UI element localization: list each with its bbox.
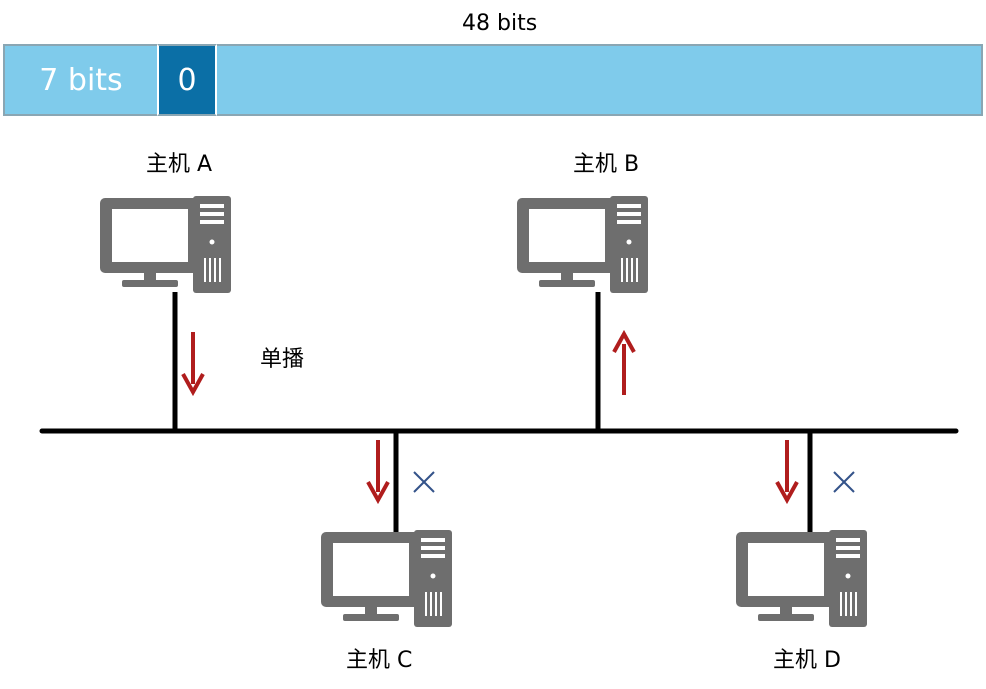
down-arrow-icon — [366, 440, 390, 505]
group-bit-field: 0 — [157, 44, 217, 116]
computer-icon — [517, 195, 649, 294]
computer-icon — [736, 529, 868, 628]
computer-icon — [100, 195, 232, 294]
blocked-cross-icon — [413, 471, 435, 493]
total-bits-label: 48 bits — [462, 11, 538, 36]
host-b-label: 主机 B — [573, 152, 640, 177]
unicast-label: 单播 — [260, 347, 305, 372]
blocked-cross-icon — [833, 471, 855, 493]
computer-icon — [321, 529, 453, 628]
host-d-label: 主机 D — [773, 648, 841, 673]
remaining-address-field — [217, 44, 983, 116]
group-bit-value: 0 — [177, 62, 197, 98]
host-c-label: 主机 C — [346, 648, 413, 673]
down-arrow-icon — [181, 332, 205, 397]
host-a-label: 主机 A — [146, 152, 213, 177]
up-arrow-icon — [612, 329, 636, 395]
down-arrow-icon — [775, 440, 799, 505]
first-field-label: 7 bits — [39, 62, 123, 98]
first-field-7-bits: 7 bits — [3, 44, 157, 116]
